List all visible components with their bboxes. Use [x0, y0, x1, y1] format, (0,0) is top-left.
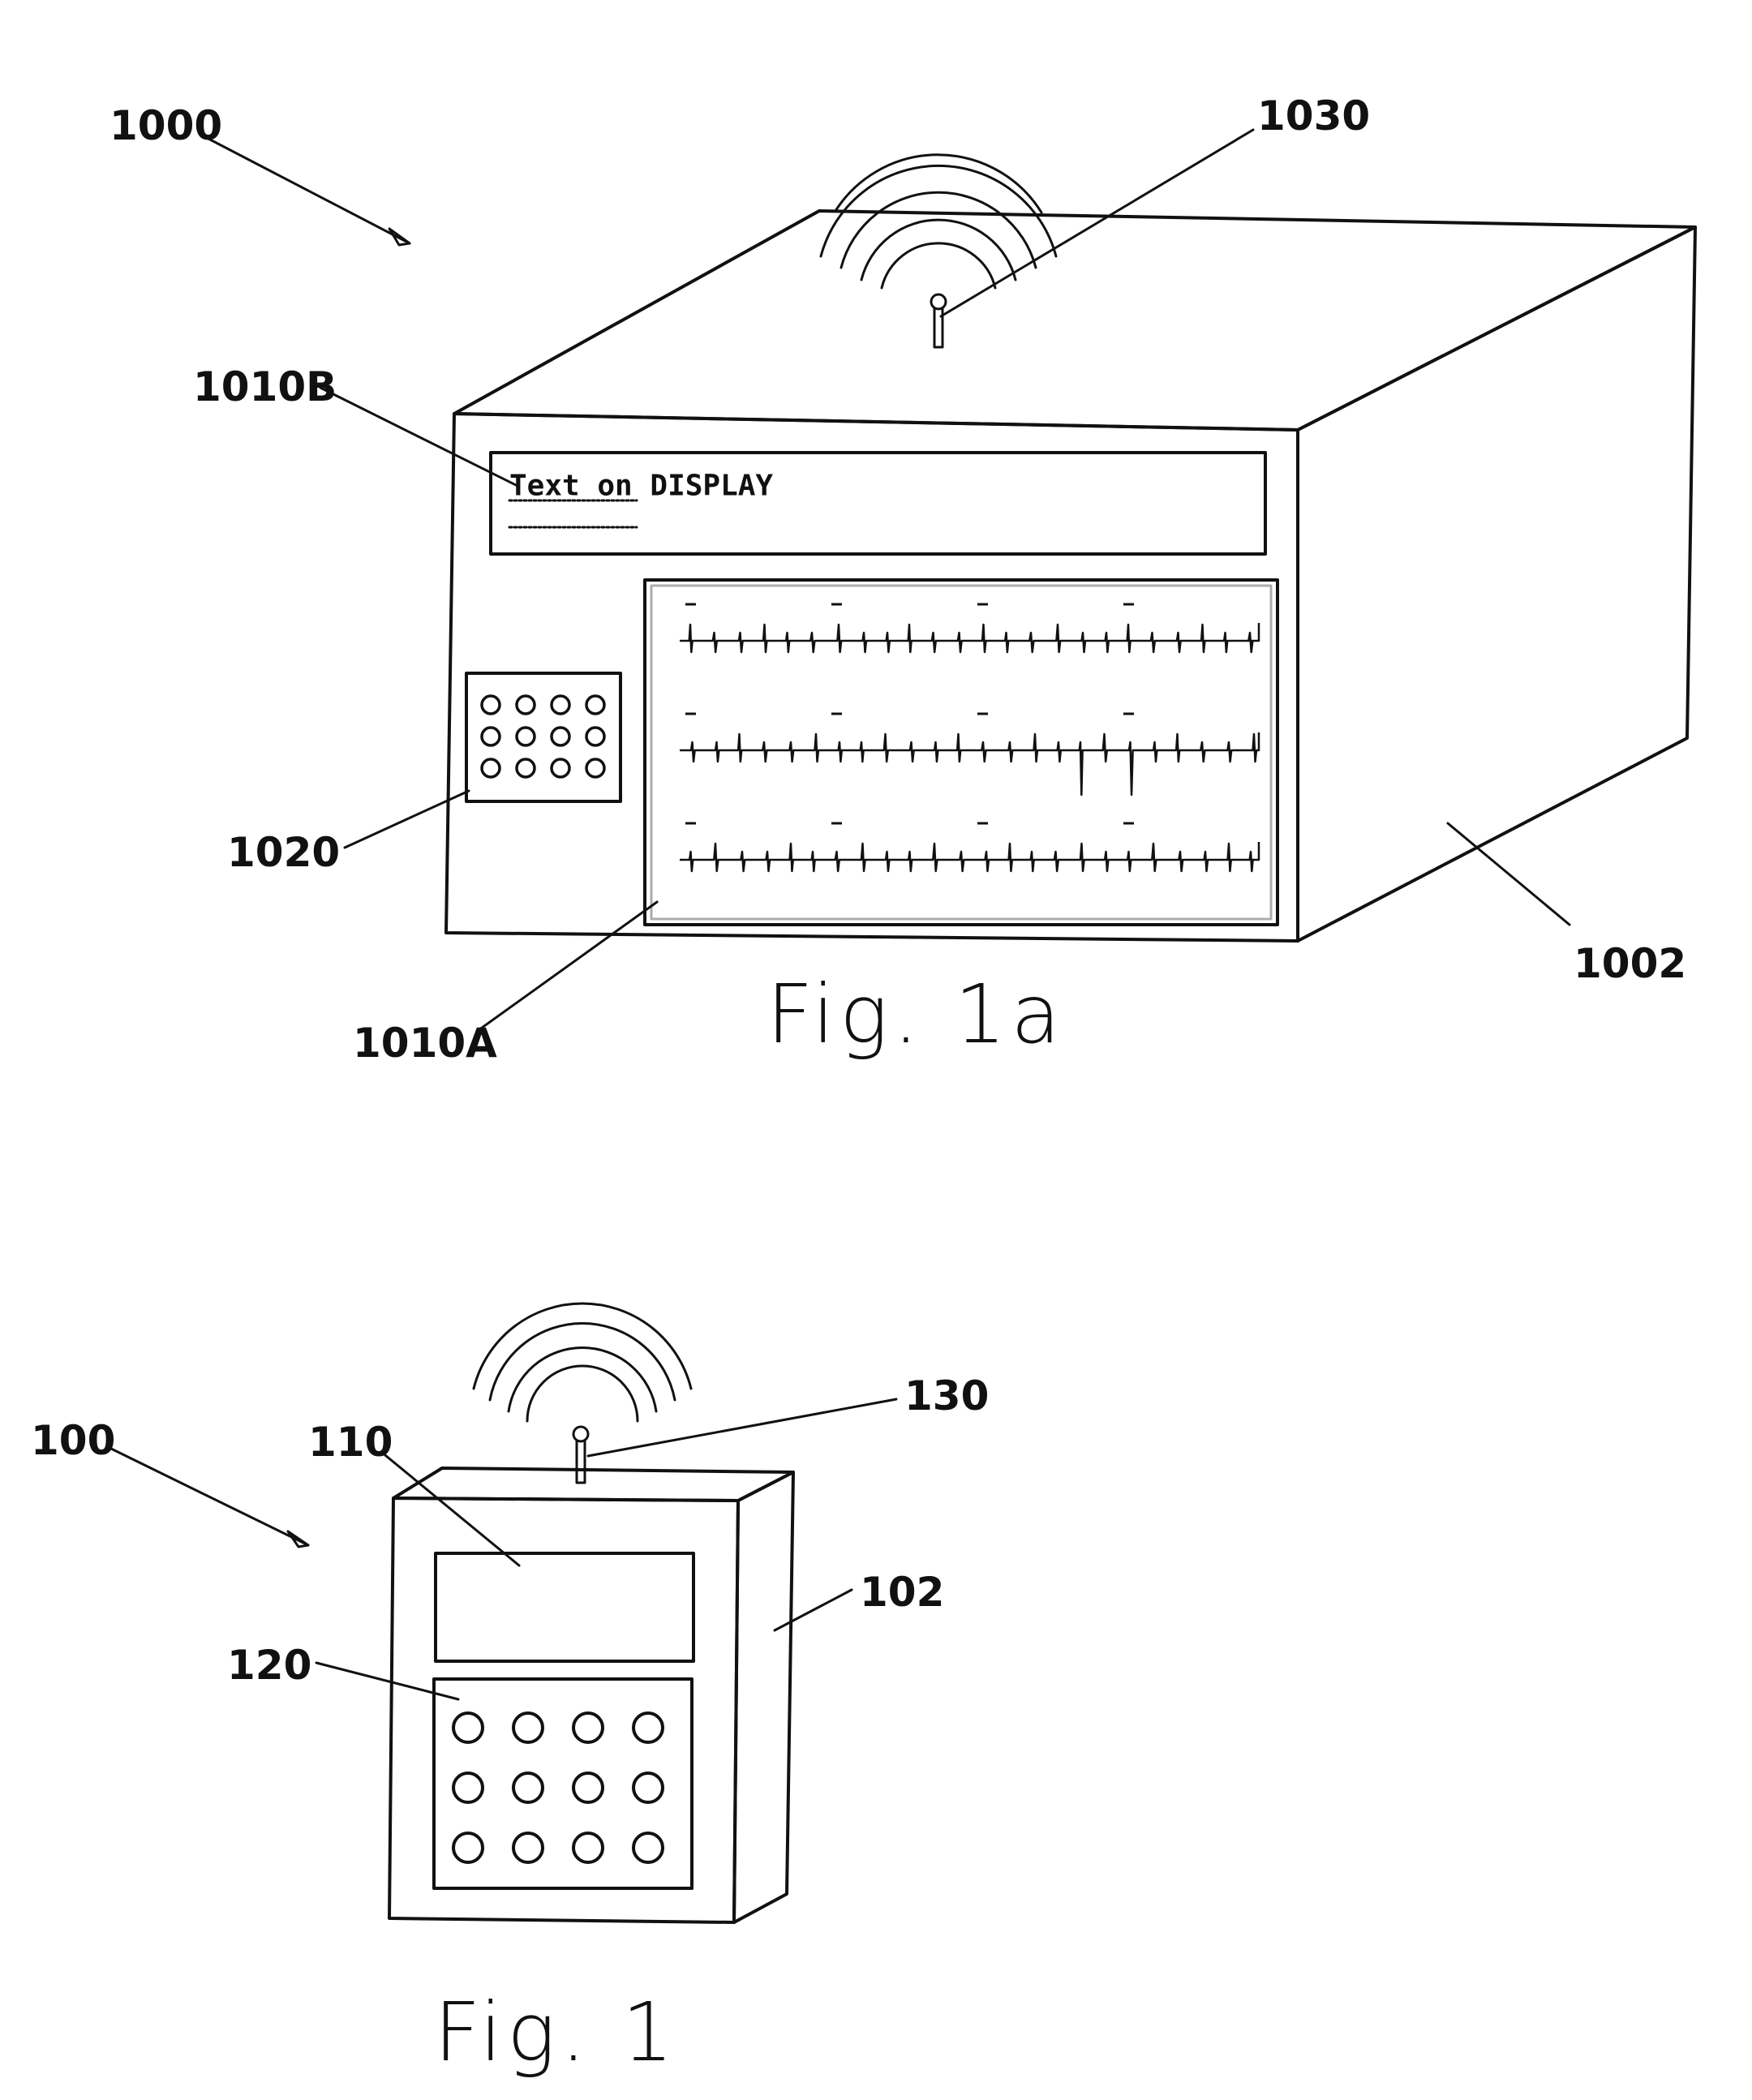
caption-fig-1: Fig. 1 [434, 1985, 678, 2080]
keypad-button [517, 728, 535, 745]
keypad-button [586, 696, 604, 714]
handheld-display [436, 1553, 694, 1661]
ecg-traces [680, 604, 1259, 871]
label-1030: 1030 [1257, 92, 1370, 140]
keypad-button [453, 1773, 483, 1802]
keypad-button [573, 1833, 603, 1862]
keypad-button [586, 759, 604, 777]
handheld-keypad-buttons [453, 1713, 663, 1862]
handheld-keypad-panel [434, 1679, 692, 1888]
keypad-button [453, 1713, 483, 1742]
keypad-button [552, 728, 569, 745]
housing-side-face [1298, 227, 1695, 941]
ecg-trace [680, 623, 1259, 652]
keypad-button [633, 1713, 663, 1742]
fig-1-device [389, 1303, 793, 1922]
keypad-button [633, 1773, 663, 1802]
label-130: 130 [904, 1372, 989, 1419]
keypad-button [482, 759, 500, 777]
label-110: 110 [308, 1419, 393, 1466]
keypad-button [513, 1713, 543, 1742]
keypad-button [573, 1773, 603, 1802]
keypad-button [586, 728, 604, 745]
handheld-side-face [734, 1472, 793, 1922]
label-100: 100 [31, 1417, 115, 1464]
keypad-button [552, 696, 569, 714]
label-1010b: 1010B [193, 363, 337, 410]
ecg-trace [680, 732, 1259, 795]
display-text: Text on DISPLAY [509, 470, 773, 503]
keypad-button [453, 1833, 483, 1862]
label-120: 120 [227, 1642, 311, 1689]
keypad-button [482, 728, 500, 745]
label-1010a: 1010A [353, 1020, 497, 1067]
keypad-button [513, 1773, 543, 1802]
antenna-130 [474, 1303, 691, 1483]
label-1002: 1002 [1574, 940, 1686, 987]
keypad-panel [466, 673, 620, 801]
antenna-1030 [821, 155, 1056, 347]
keypad-button [517, 696, 535, 714]
caption-fig-1a: Fig. 1a [766, 967, 1066, 1062]
keypad-button [482, 696, 500, 714]
display-dotted-lines [509, 500, 637, 527]
label-1000: 1000 [110, 102, 222, 149]
keypad-buttons [482, 696, 604, 777]
keypad-button [552, 759, 569, 777]
label-102: 102 [860, 1569, 944, 1616]
keypad-button [517, 759, 535, 777]
text-display-panel [491, 453, 1265, 554]
keypad-button [573, 1713, 603, 1742]
fig-1a-device: Text on DISPLAY [446, 155, 1695, 941]
label-1020: 1020 [227, 829, 340, 876]
keypad-button [513, 1833, 543, 1862]
handheld-front-face [389, 1498, 738, 1922]
keypad-button [633, 1833, 663, 1862]
handheld-top-face [393, 1468, 793, 1501]
ecg-trace [680, 842, 1259, 871]
